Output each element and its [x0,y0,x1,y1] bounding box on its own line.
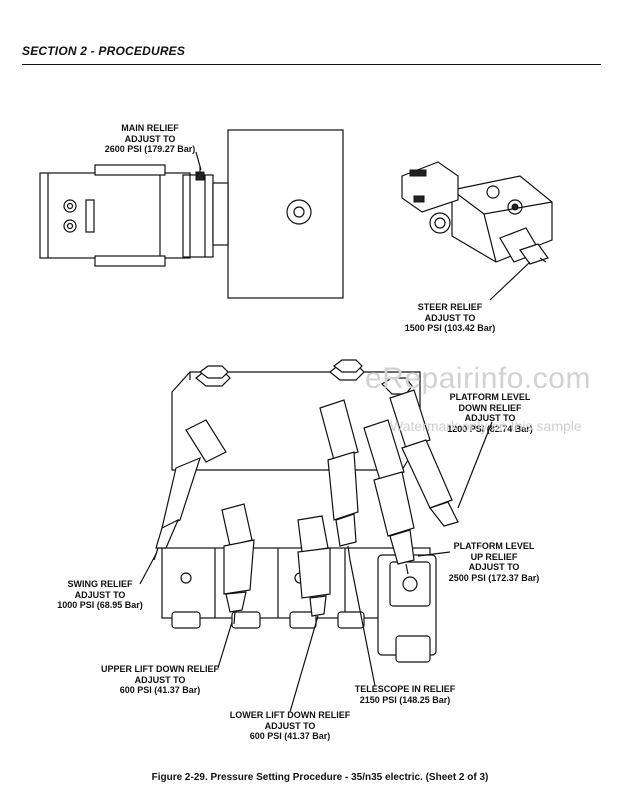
steer-relief-valve-drawing [401,161,553,265]
section-header: SECTION 2 - PROCEDURES [22,44,186,58]
watermark-subtext: Watermark only on this sample [390,418,582,434]
header-rule [22,64,601,65]
figure-caption: Figure 2-29. Pressure Setting Procedure … [151,772,489,783]
main-relief-valve-drawing [39,129,344,299]
main-control-valve-drawing [153,359,459,663]
watermark-text: eRepairinfo.com [365,362,591,395]
